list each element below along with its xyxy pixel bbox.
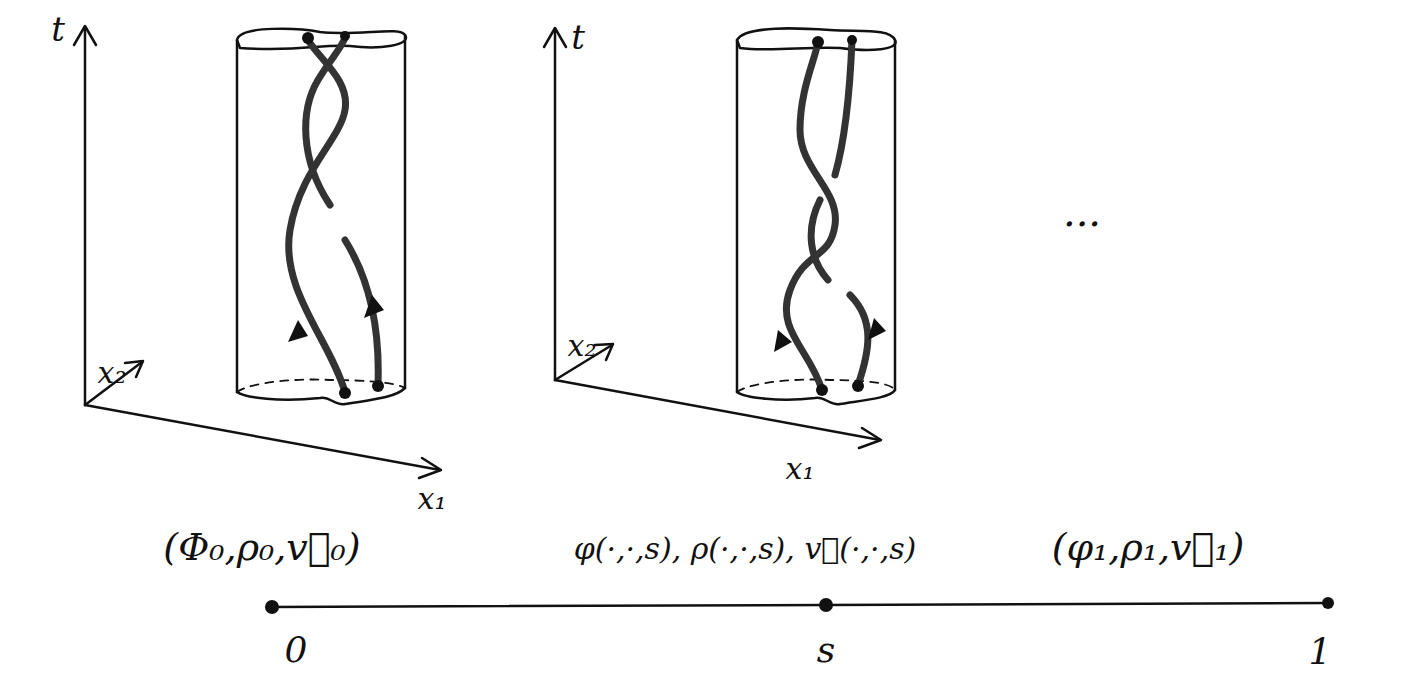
axis-label: t xyxy=(571,19,585,56)
parameter-value: 0 xyxy=(285,630,308,670)
parameter-value: 1 xyxy=(1309,632,1332,672)
parameter-value: s xyxy=(817,630,835,670)
parameter-label: (Φ₀,ρ₀,v⃗₀) xyxy=(163,527,360,569)
axis-label: t xyxy=(51,11,65,48)
axis-label: x₁ xyxy=(418,482,447,515)
ellipsis: ... xyxy=(1063,190,1101,234)
parameter-label: (φ₁,ρ₁,v⃗₁) xyxy=(1052,527,1245,569)
axis-label: x₁ xyxy=(786,452,815,485)
parameter-label: φ(·,·,s), ρ(·,·,s), v⃗(·,·,s) xyxy=(574,532,917,565)
axis-label: x₂ xyxy=(98,356,127,389)
axis-label: x₂ xyxy=(568,329,597,362)
